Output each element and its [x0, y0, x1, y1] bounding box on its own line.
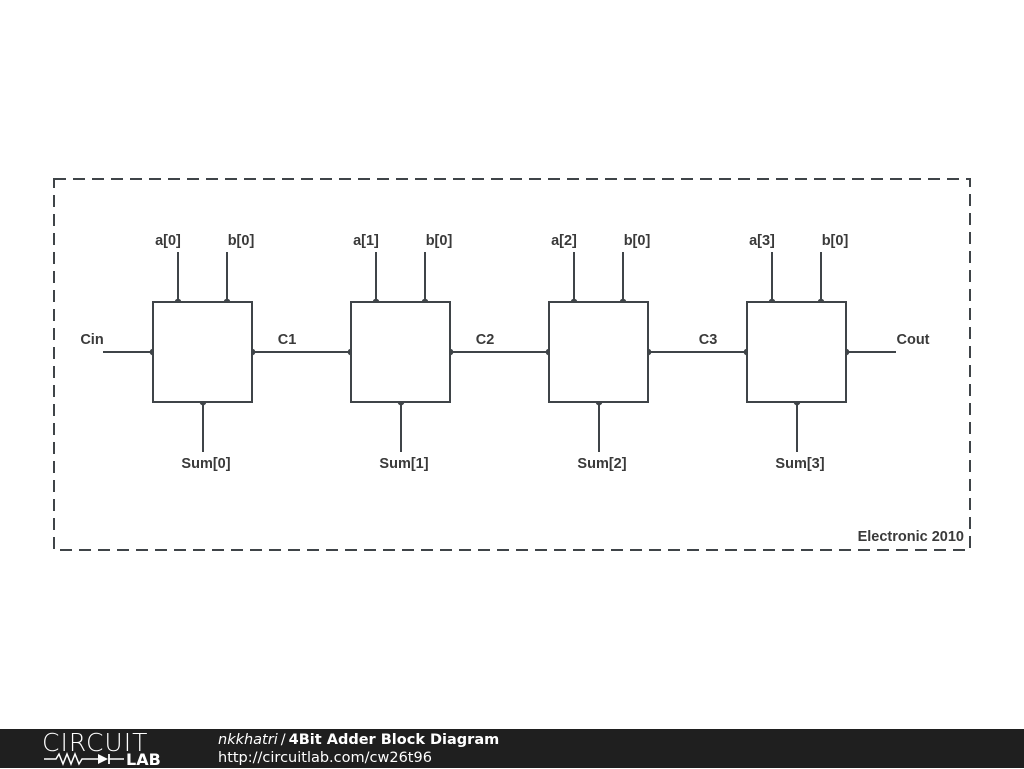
resistor-diode-icon — [44, 752, 124, 766]
carry-in-label: Cin — [80, 332, 103, 348]
carry-out-label: Cout — [896, 332, 929, 348]
input-a-label-0: a[0] — [155, 233, 181, 249]
input-a-label-1: a[1] — [353, 233, 379, 249]
sum-label-3: Sum[3] — [775, 456, 824, 472]
carry-label-c3: C3 — [699, 332, 718, 348]
signal-labels: a[0] b[0] Sum[0] a[1] b[0] Sum[1] a[2] b[0] Sum[… — [80, 233, 929, 472]
full-adder-block-1[interactable] — [350, 301, 451, 403]
input-a-label-2: a[2] — [551, 233, 577, 249]
input-a-label-3: a[3] — [749, 233, 775, 249]
footer-bar: CIRCUIT LAB nkkhatri/4Bit Adder Block Di… — [0, 729, 1024, 768]
circuit-title[interactable]: 4Bit Adder Block Diagram — [288, 732, 500, 748]
logo-text-bottom: LAB — [126, 750, 161, 769]
circuit-url[interactable]: http://circuitlab.com/cw26t96 — [218, 750, 432, 766]
carry-label-c1: C1 — [278, 332, 297, 348]
boundary-box — [53, 178, 971, 551]
full-adder-block-0[interactable] — [152, 301, 253, 403]
title-separator: / — [280, 732, 286, 748]
input-b-label-3: b[0] — [822, 233, 849, 249]
sum-label-0: Sum[0] — [181, 456, 230, 472]
author-link[interactable]: nkkhatri — [218, 732, 278, 748]
adder-blocks — [152, 301, 847, 403]
sum-label-2: Sum[2] — [577, 456, 626, 472]
sum-label-1: Sum[1] — [379, 456, 428, 472]
full-adder-block-2[interactable] — [548, 301, 649, 403]
footer-title-line: nkkhatri/4Bit Adder Block Diagram — [218, 731, 499, 749]
input-b-label-0: b[0] — [228, 233, 255, 249]
input-b-label-1: b[0] — [426, 233, 453, 249]
schematic-canvas: a[0] b[0] Sum[0] a[1] b[0] Sum[1] a[2] b[0] Sum[… — [53, 178, 971, 551]
carry-label-c2: C2 — [476, 332, 495, 348]
circuitlab-logo[interactable]: CIRCUIT LAB — [42, 728, 177, 769]
full-adder-block-3[interactable] — [746, 301, 847, 403]
input-b-label-2: b[0] — [624, 233, 651, 249]
diagram-caption: Electronic 2010 — [858, 529, 964, 545]
logo-text-top: CIRCUIT — [42, 728, 149, 757]
